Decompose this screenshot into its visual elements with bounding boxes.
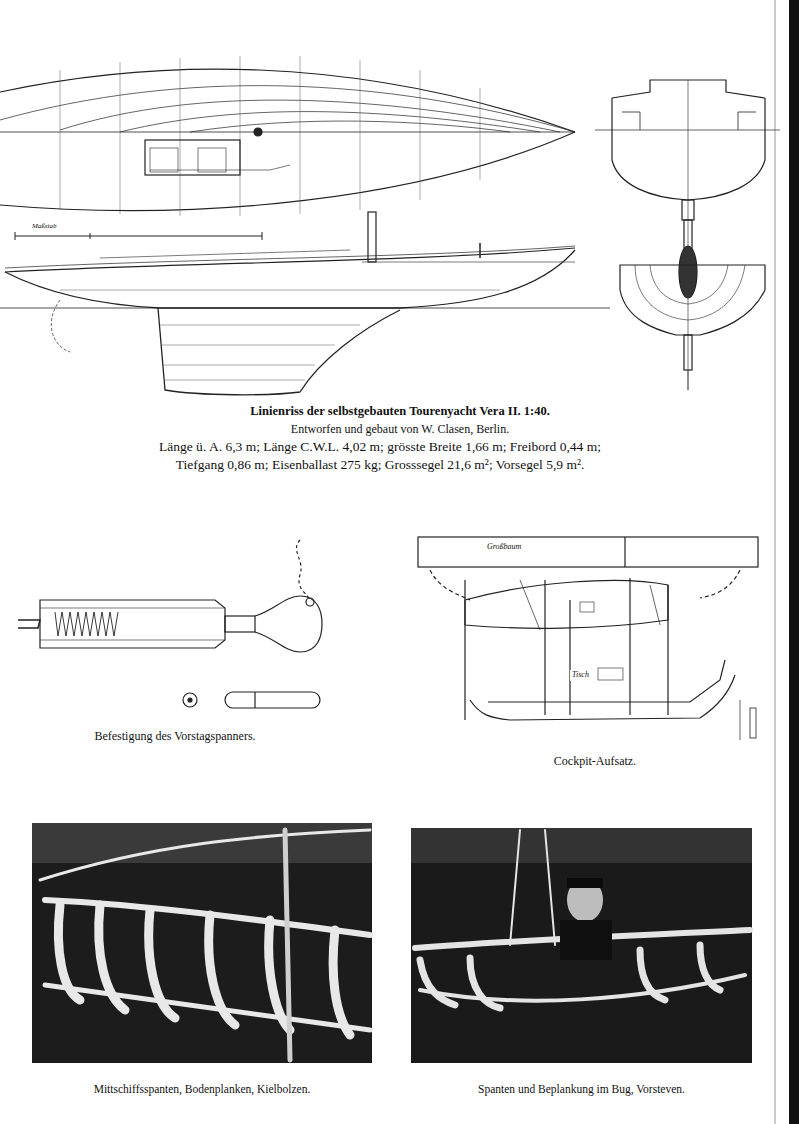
hull-plan-view	[0, 56, 575, 216]
photo-bow-planking	[411, 828, 752, 1063]
hull-profile	[0, 212, 610, 395]
part-name: Großbaum	[485, 542, 523, 553]
photo-midship-frames	[32, 823, 372, 1063]
photo-caption: Mittschiffsspanten, Bodenplanken, Kielbo…	[32, 1082, 372, 1098]
body-plan	[595, 80, 780, 390]
scale-label: Maßstab	[30, 222, 59, 231]
figure-caption: Cockpit-Aufsatz.	[515, 753, 675, 769]
part-name: Tisch	[570, 670, 591, 681]
photo-caption: Spanten und Beplankung im Bug, Vorsteven…	[411, 1082, 752, 1098]
figure-caption: Befestigung des Vorstagspanners.	[60, 728, 290, 744]
scan-edge	[789, 0, 799, 1124]
turnbuckle-drawing	[18, 540, 322, 708]
cockpit-drawing	[418, 537, 758, 740]
credit-line: Entworfen und gebaut von W. Clasen, Berl…	[230, 421, 570, 437]
scale-bar	[15, 232, 262, 240]
specifications: Länge ü. A. 6,3 m; Länge C.W.L. 4,02 m; …	[150, 438, 610, 474]
figure-caption: Linienriss der selbstgebauten Tourenyach…	[230, 403, 570, 420]
